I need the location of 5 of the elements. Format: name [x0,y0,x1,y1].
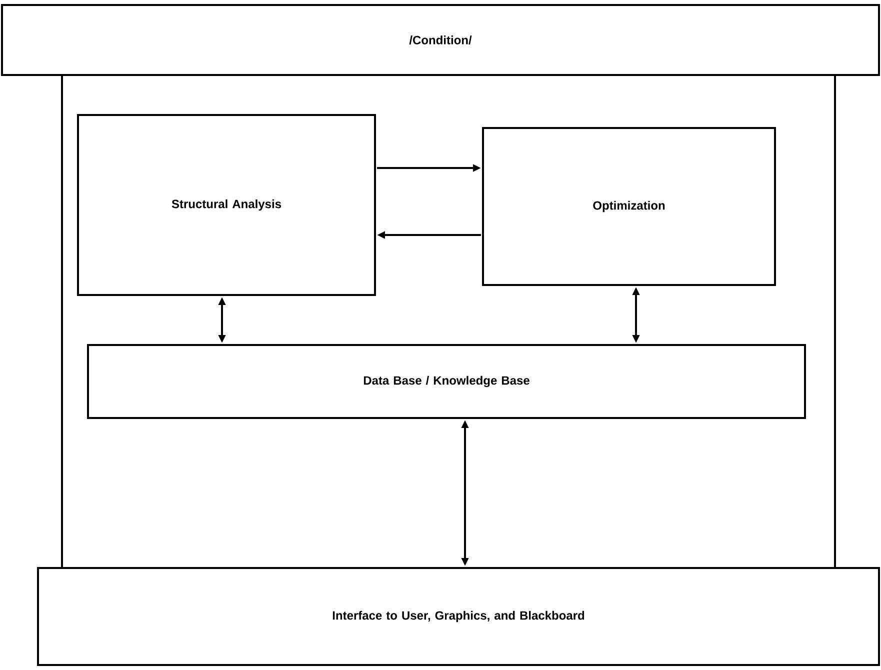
process-box: Structural Analysis [77,114,376,296]
interface-band: Interface to User, Graphics, and Blackboard [37,567,880,666]
condition-band: /Condition/ [1,4,880,76]
process-box: Optimization [482,127,776,286]
data-base-box: Data Base / Knowledge Base [87,344,806,419]
